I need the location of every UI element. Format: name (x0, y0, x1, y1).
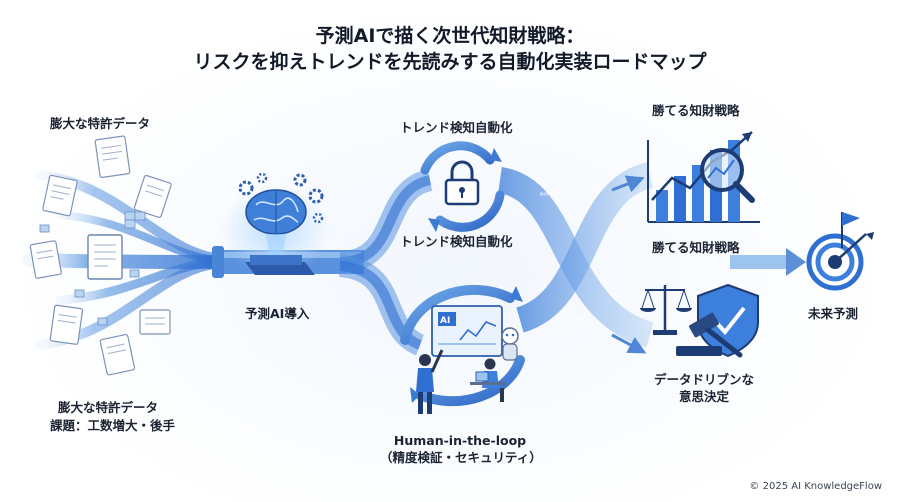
chart-strategy-label: 勝てる知財戦略 (652, 103, 740, 118)
document-cluster (29, 135, 172, 376)
cycle-arrow-icon (400, 284, 525, 407)
copyright: © 2025 AI KnowledgeFlow (749, 481, 882, 492)
left-top-label: 膨大な特許データ (50, 116, 151, 131)
left-bottom-label-2: 課題：工数増大・後手 (50, 418, 176, 433)
lock-icon (444, 160, 480, 206)
document-icon (94, 135, 131, 178)
monitor-icon (431, 305, 503, 357)
monitor-ai-text: AI (440, 316, 450, 326)
arrow-to-decision (611, 333, 647, 354)
ai-introduction-label: 予測AI導入 (245, 306, 310, 321)
document-icon (42, 174, 78, 217)
person-icon (416, 349, 444, 414)
decision-label-2: 意思決定 (678, 389, 729, 404)
document-icon (99, 333, 136, 376)
magnifier-icon (700, 148, 755, 203)
decision-label-1: データドリブンな (653, 372, 754, 387)
document-icon (87, 234, 123, 280)
document-icon (49, 304, 84, 345)
future-prediction-label: 未来予測 (808, 306, 859, 321)
cycle-arrow-icon (420, 141, 505, 232)
scales-strategy-label: 勝てる知財戦略 (652, 240, 740, 255)
brain-chip-icon (220, 185, 330, 275)
gear-icon (238, 172, 324, 224)
lower-loop-label-1: Human-in-the-loop (393, 433, 527, 448)
target-icon (806, 232, 874, 291)
arrow-to-chart (611, 175, 645, 193)
arrow-to-target-head (786, 248, 806, 276)
ribbon-label-upper: Automated trend data (539, 184, 600, 198)
document-icon (29, 240, 62, 279)
robot-icon (501, 327, 519, 361)
upper-loop-label-bottom: トレンド検知自動化 (400, 234, 513, 249)
ribbon-upper-to-lower (497, 167, 655, 348)
left-bottom-label-1: 膨大な特許データ (58, 400, 159, 415)
person-icon (470, 358, 506, 402)
page-title-line-1: 予測AIで描く次世代知財戦略： (315, 25, 585, 47)
scales-icon (640, 285, 692, 335)
document-icon (139, 309, 171, 335)
page-title-line-2: リスクを抑えトレンドを先読みする自動化実装ロードマップ (193, 51, 707, 73)
ribbon-label-lower: Data-stream (556, 312, 590, 332)
pipe-connector-left (212, 246, 224, 278)
document-icon (133, 174, 172, 218)
gavel-icon (676, 312, 743, 358)
lower-loop-label-2: （精度検証・セキュリティ） (380, 450, 542, 465)
flag-icon (841, 212, 860, 248)
upper-loop-label-top: トレンド検知自動化 (400, 120, 513, 135)
